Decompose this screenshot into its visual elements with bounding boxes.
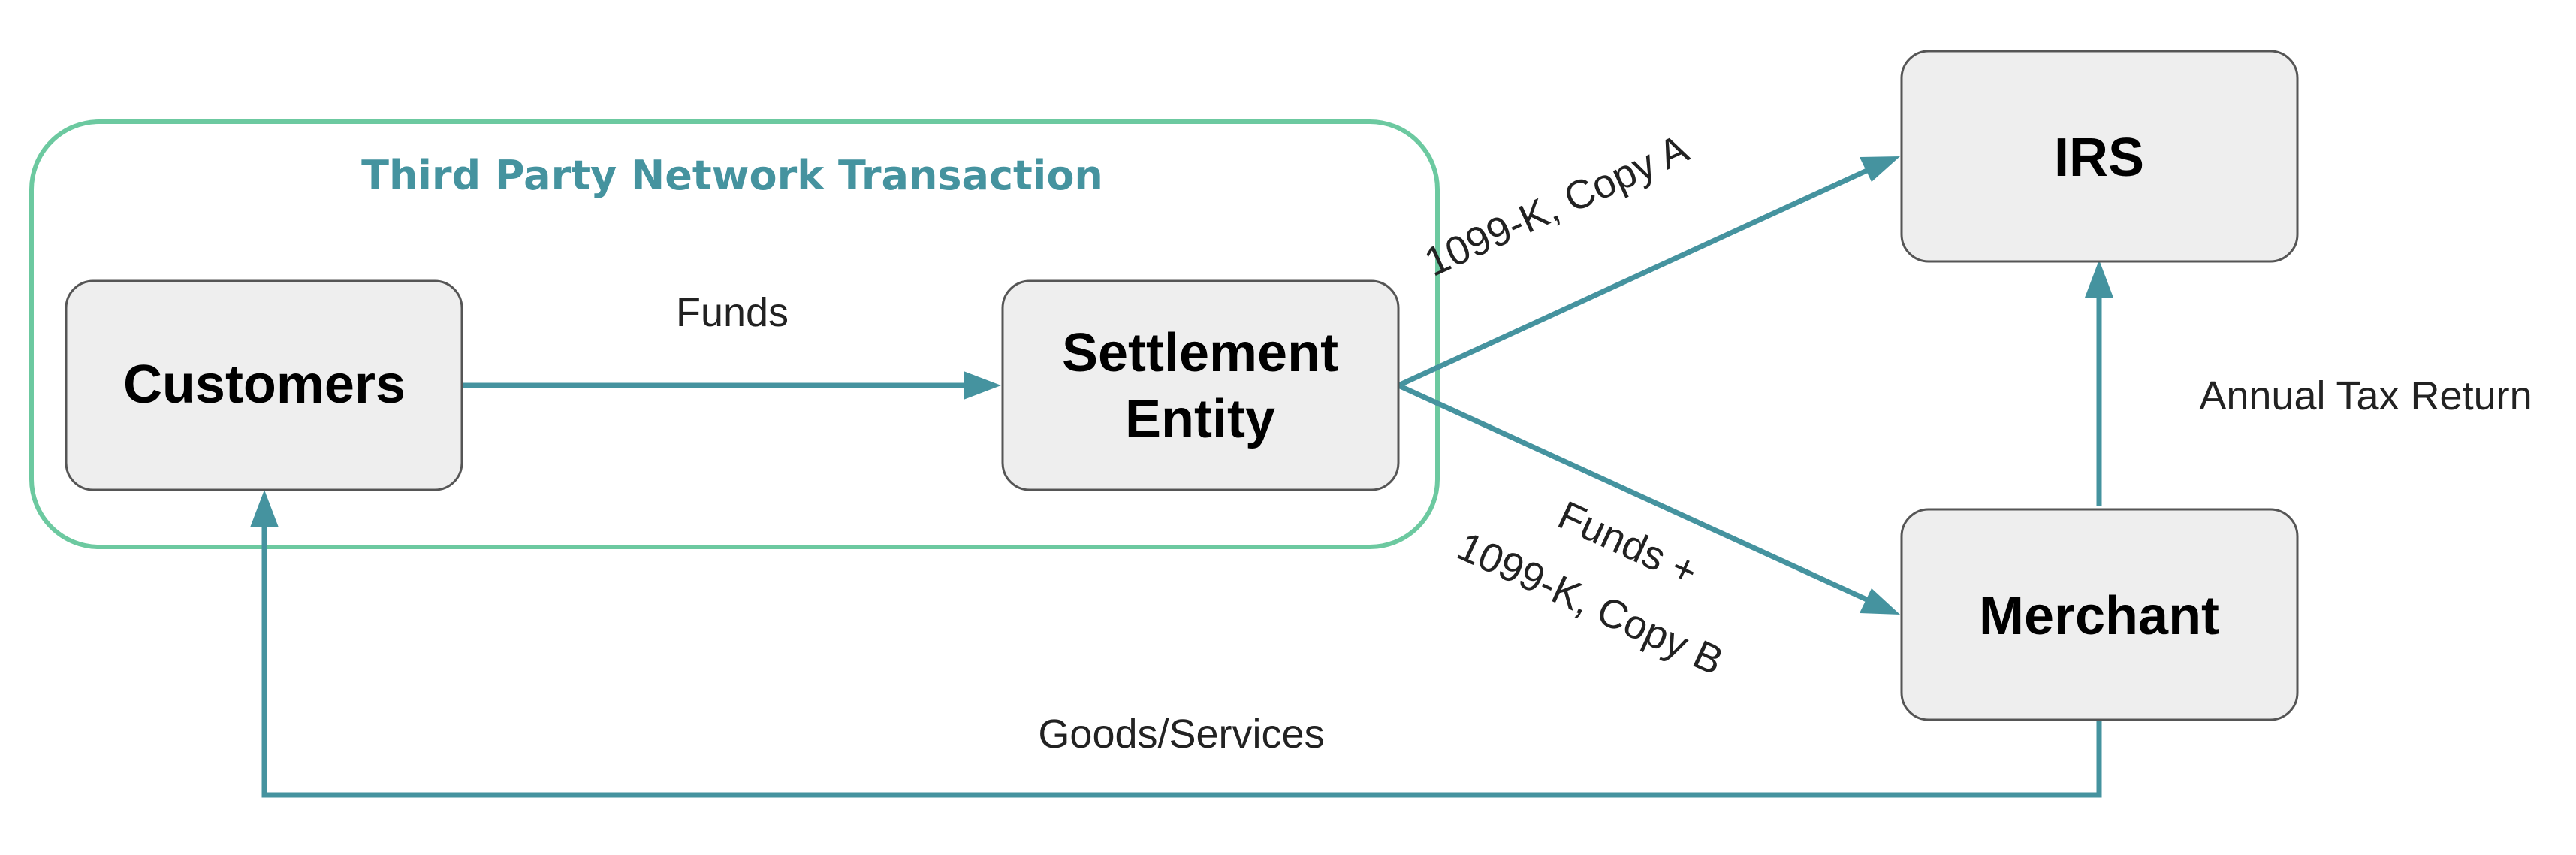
settlement-label-line2: Entity <box>1125 389 1275 449</box>
annual-tax-return-label: Annual Tax Return <box>2199 373 2532 418</box>
node-irs: IRS <box>1900 50 2299 263</box>
settlement-entity-box <box>1001 279 1400 491</box>
goods-services-label: Goods/Services <box>1038 711 1324 757</box>
arrowhead-irs-from-merchant <box>2085 260 2113 298</box>
settlement-to-merchant-arrow <box>1397 382 1872 604</box>
node-merchant: Merchant <box>1900 508 2299 721</box>
arrowhead-irs <box>1860 156 1900 182</box>
customers-box <box>65 279 463 491</box>
edges <box>261 166 2102 798</box>
merchant-label: Merchant <box>1979 586 2219 646</box>
node-settlement-entity: Settlement Entity <box>1001 279 1400 491</box>
irs-label: IRS <box>2054 128 2144 188</box>
node-customers: Customers <box>65 279 463 491</box>
merchant-box <box>1900 508 2299 721</box>
funds-label: Funds <box>676 290 789 335</box>
arrowheads <box>250 156 2113 615</box>
copy-a-label: 1099-K, Copy A <box>1418 126 1695 286</box>
settlement-label-line1: Settlement <box>1062 323 1338 383</box>
merchant-to-customers-arrow <box>261 518 2102 798</box>
irs-box <box>1900 50 2299 263</box>
group-title: Third Party Network Transaction <box>361 152 1103 199</box>
settlement-to-irs-arrow <box>1397 166 1872 388</box>
third-party-network-group <box>29 119 1440 549</box>
arrowhead-customers <box>250 490 279 527</box>
arrowhead-merchant <box>1860 588 1900 615</box>
customers-label: Customers <box>123 355 406 415</box>
arrowhead-settlement <box>964 371 1001 400</box>
